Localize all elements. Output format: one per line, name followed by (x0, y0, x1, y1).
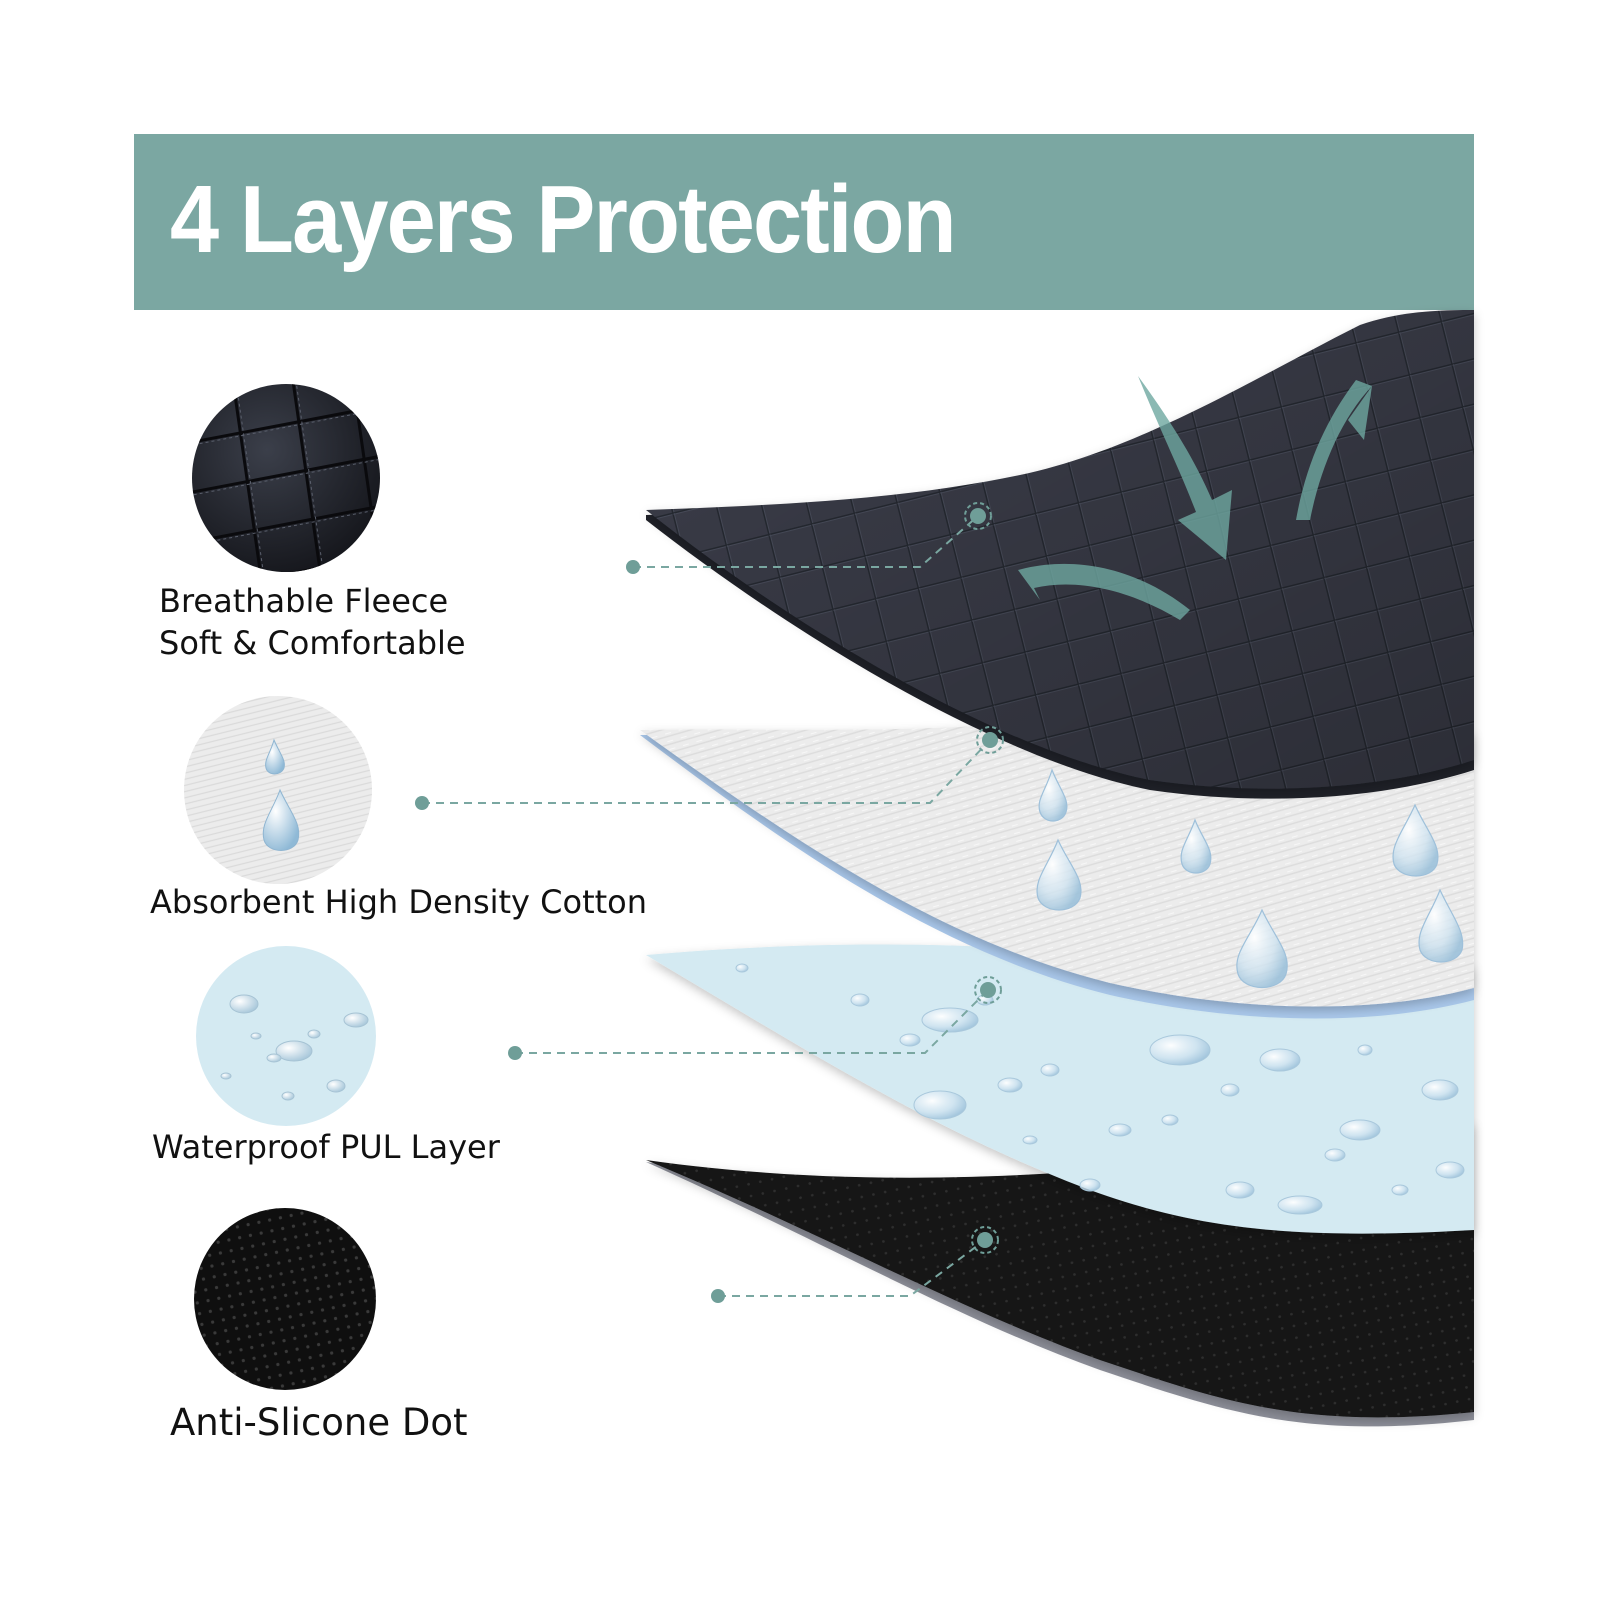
layer-label-fleece: Breathable Fleece Soft & Comfortable (159, 580, 466, 664)
layer-label-line: Soft & Comfortable (159, 624, 466, 662)
water-drop-icon (184, 696, 372, 884)
water-bead-icon (196, 946, 376, 1126)
layer-label-cotton: Absorbent High Density Cotton (150, 881, 647, 923)
layer-label-line: Breathable Fleece (159, 582, 449, 620)
layer-label-line: Absorbent High Density Cotton (150, 883, 648, 921)
fleece-layer (646, 310, 1474, 799)
quilted-fleece-icon (192, 384, 380, 572)
layer-label-line: Waterproof PUL Layer (152, 1128, 500, 1166)
layer-label-pul: Waterproof PUL Layer (152, 1126, 500, 1168)
silicone-dot-icon (194, 1208, 376, 1390)
breathable-arrows-icon (1018, 376, 1372, 620)
page-title: 4 Layers Protection (170, 166, 957, 273)
layer-label-dot: Anti-Slicone Dot (170, 1400, 468, 1446)
layer-label-line: Anti-Slicone Dot (170, 1401, 468, 1444)
header-banner: 4 Layers Protection (134, 134, 1474, 310)
